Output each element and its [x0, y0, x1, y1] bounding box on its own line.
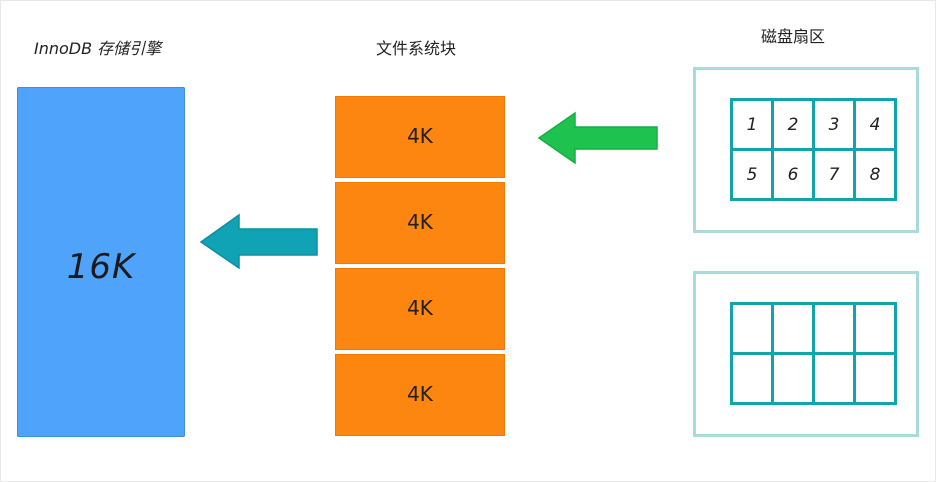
sector-grid-bottom	[730, 302, 897, 405]
disk-sector	[733, 305, 774, 355]
filesystem-block: 4K	[334, 353, 506, 437]
disk-sector: 4	[856, 101, 897, 151]
disk-label: 磁盘扇区	[761, 27, 826, 46]
disk-sector: 2	[774, 101, 815, 151]
filesystem-block-label: 4K	[407, 296, 433, 320]
disk-sector	[815, 305, 856, 355]
disk-sector	[774, 355, 815, 405]
filesystem-block-label: 4K	[407, 382, 433, 406]
disk-sector-group-bottom	[693, 271, 919, 437]
sector-grid-top: 1 2 3 4 5 6 7 8	[730, 98, 897, 201]
disk-sector	[733, 355, 774, 405]
innodb-page-block: 16K	[17, 87, 185, 437]
disk-sector	[856, 305, 897, 355]
disk-sector: 6	[774, 151, 815, 201]
disk-sector	[815, 355, 856, 405]
filesystem-block: 4K	[334, 95, 506, 179]
disk-sector: 3	[815, 101, 856, 151]
filesystem-block-label: 4K	[407, 210, 433, 234]
disk-sector-group-top: 1 2 3 4 5 6 7 8	[693, 67, 919, 233]
filesystem-label: 文件系统块	[376, 39, 457, 58]
filesystem-block-label: 4K	[407, 124, 433, 148]
left-arrow-icon	[537, 111, 658, 165]
disk-sector: 8	[856, 151, 897, 201]
filesystem-block-column: 4K 4K 4K 4K	[334, 95, 506, 437]
filesystem-block: 4K	[334, 181, 506, 265]
disk-sector: 1	[733, 101, 774, 151]
innodb-page-size: 16K	[66, 247, 136, 287]
filesystem-block: 4K	[334, 267, 506, 351]
disk-sector	[774, 305, 815, 355]
left-arrow-icon	[199, 213, 318, 270]
disk-sector: 5	[733, 151, 774, 201]
disk-sector: 7	[815, 151, 856, 201]
innodb-label: InnoDB 存储引擎	[34, 39, 162, 58]
disk-sector	[856, 355, 897, 405]
